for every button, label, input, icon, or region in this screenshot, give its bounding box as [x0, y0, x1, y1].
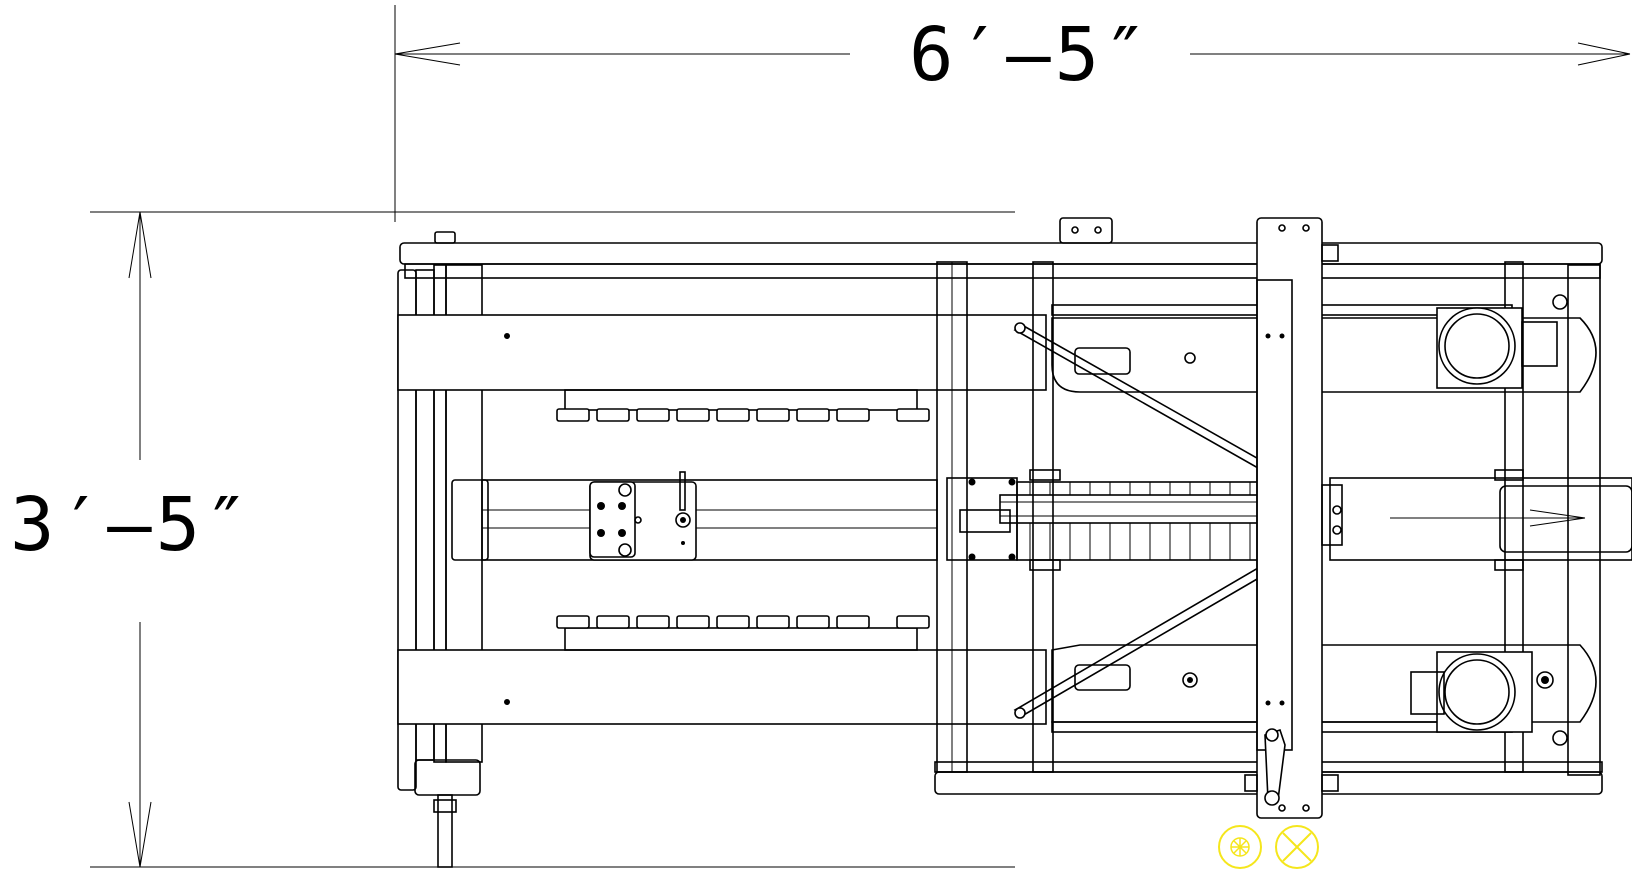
roller [896, 408, 930, 422]
roller [596, 408, 630, 422]
roller [556, 408, 590, 422]
lamp-cross-icon [1275, 825, 1319, 869]
lower-conveyor [1051, 644, 1597, 733]
roller [756, 615, 790, 629]
center-carriage [451, 471, 938, 561]
roller [796, 408, 830, 422]
height-dimension-label: 3′–5″ [10, 482, 253, 568]
roller [596, 615, 630, 629]
roller [836, 615, 870, 629]
width-dimension-label: 6′–5″ [895, 18, 1166, 92]
upper-roller-row [556, 389, 930, 422]
height-dimension [90, 211, 1015, 868]
roller [796, 615, 830, 629]
lower-roller-row [556, 615, 930, 651]
roller [556, 615, 590, 629]
wheel-indicator-icon [1218, 825, 1262, 869]
roller [756, 408, 790, 422]
vertical-gantry [1244, 217, 1343, 819]
roller [716, 408, 750, 422]
width-dimension [394, 5, 1631, 222]
roller [676, 615, 710, 629]
roller [636, 408, 670, 422]
roller [636, 615, 670, 629]
upper-arm [397, 314, 1047, 391]
upper-conveyor [1051, 307, 1597, 393]
roller [676, 408, 710, 422]
lower-arm [397, 649, 1047, 725]
roller [896, 615, 930, 629]
roller [836, 408, 870, 422]
output-conveyor [1329, 477, 1632, 561]
left-frame [397, 231, 1603, 868]
roller [716, 615, 750, 629]
